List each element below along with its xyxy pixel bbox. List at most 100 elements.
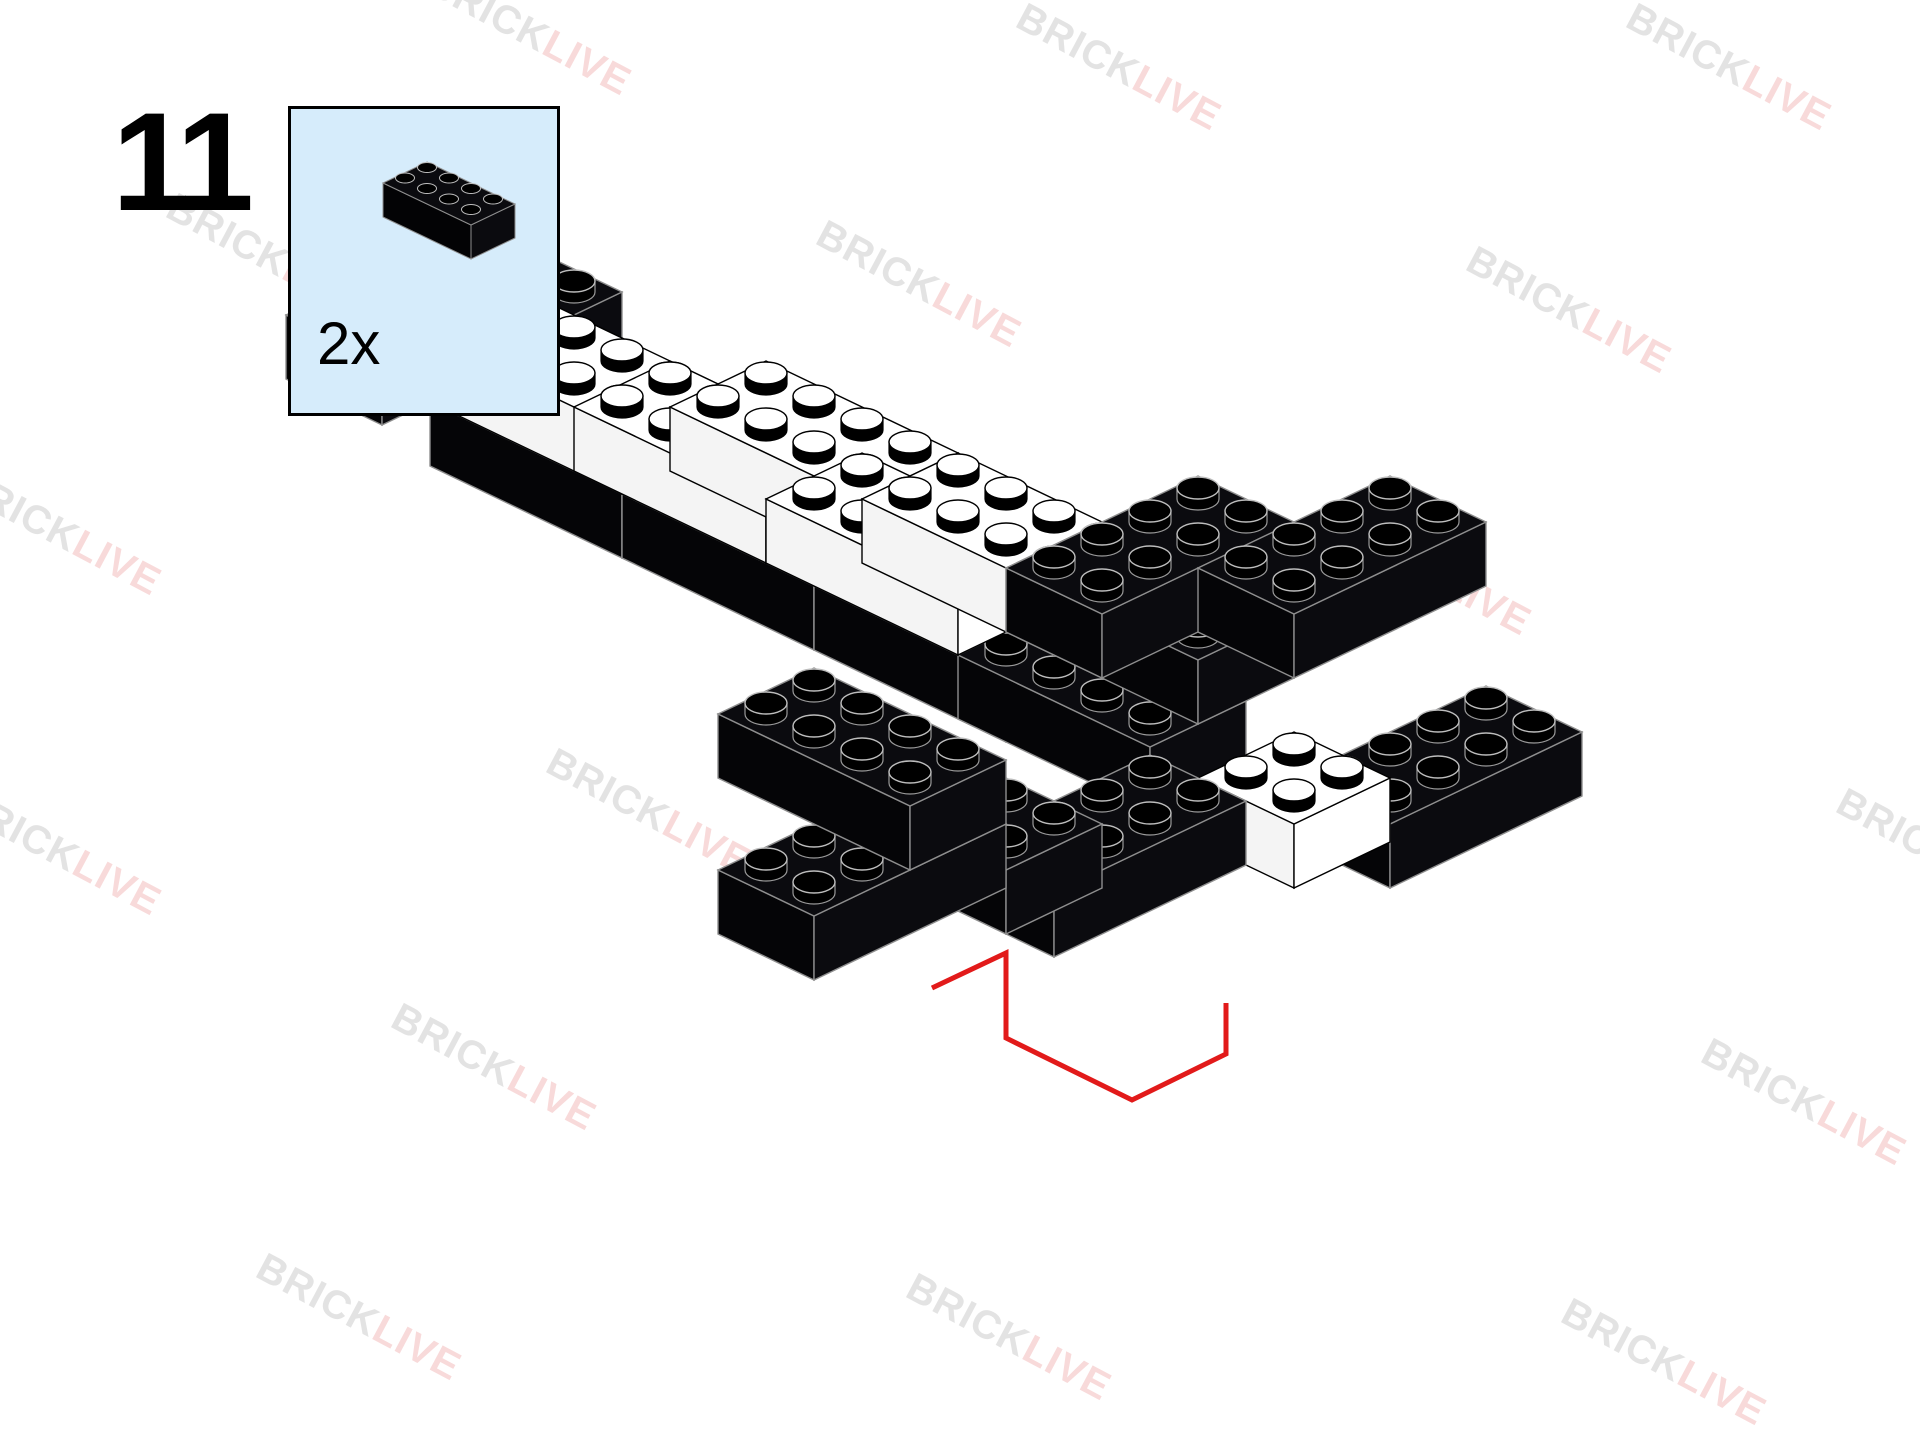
- stud: [1320, 499, 1364, 534]
- stud: [792, 668, 836, 703]
- stud-top: [1272, 778, 1316, 802]
- stud: [1128, 701, 1172, 736]
- stud-top: [696, 384, 740, 408]
- stud-top: [1272, 732, 1316, 756]
- stud: [439, 193, 459, 205]
- stud: [792, 870, 836, 905]
- stud: [1416, 709, 1460, 744]
- stud: [1080, 678, 1124, 713]
- stud-top: [1128, 701, 1172, 725]
- stud: [1272, 522, 1316, 557]
- stud-top: [1512, 709, 1556, 733]
- stud: [552, 269, 596, 304]
- stud: [792, 714, 836, 749]
- stud-top: [648, 361, 692, 385]
- stud: [840, 847, 884, 882]
- stud-top: [1272, 522, 1316, 546]
- stud: [744, 407, 788, 442]
- stud: [888, 476, 932, 511]
- stud-top: [840, 691, 884, 715]
- stud-top: [1080, 678, 1124, 702]
- stud-top: [792, 714, 836, 738]
- stud-top: [984, 522, 1028, 546]
- stud: [1080, 778, 1124, 813]
- stud-top: [1080, 568, 1124, 592]
- stud: [483, 193, 503, 205]
- part-quantity: 2x: [317, 310, 381, 377]
- stud: [1176, 476, 1220, 511]
- stud-top: [888, 476, 932, 500]
- stud: [1032, 545, 1076, 580]
- stud-top: [1224, 499, 1268, 523]
- stud-top: [792, 430, 836, 454]
- stud: [1224, 499, 1268, 534]
- stud: [984, 476, 1028, 511]
- stud-top: [744, 847, 788, 871]
- stud: [1032, 801, 1076, 836]
- stud: [792, 384, 836, 419]
- stud: [1032, 655, 1076, 690]
- stud-top: [1320, 545, 1364, 569]
- white-brick: [1196, 731, 1392, 890]
- stud-top: [1032, 801, 1076, 825]
- step-number: 11: [112, 83, 254, 240]
- stud-top: [600, 338, 644, 362]
- stud: [1320, 545, 1364, 580]
- stud-top: [1416, 755, 1460, 779]
- stud: [936, 453, 980, 488]
- new-brick-2x4: [716, 667, 1008, 872]
- stud: [1176, 522, 1220, 557]
- stud: [1368, 522, 1412, 557]
- stud: [1128, 499, 1172, 534]
- stud: [696, 384, 740, 419]
- stud: [1080, 522, 1124, 557]
- stud: [417, 162, 437, 173]
- stud: [1176, 778, 1220, 813]
- stud-top: [744, 407, 788, 431]
- stud: [888, 430, 932, 465]
- stud-top: [1176, 522, 1220, 546]
- stud: [600, 384, 644, 419]
- stud: [1080, 568, 1124, 603]
- stud: [1272, 568, 1316, 603]
- brick-2x4-black-icon: [381, 161, 517, 260]
- stud-top: [1416, 709, 1460, 733]
- stud: [888, 760, 932, 795]
- stud: [936, 737, 980, 772]
- stud-top: [840, 407, 884, 431]
- stud-top: [888, 430, 932, 454]
- stud: [984, 632, 1028, 667]
- stud-top: [1416, 499, 1460, 523]
- stud-top: [1032, 499, 1076, 523]
- stud: [1128, 545, 1172, 580]
- new-bricks-highlight: [716, 667, 1229, 1103]
- stud-top: [1224, 545, 1268, 569]
- stud-top: [984, 476, 1028, 500]
- stud-top: [1128, 801, 1172, 825]
- stud: [1128, 801, 1172, 836]
- stud: [1416, 499, 1460, 534]
- stud: [936, 499, 980, 534]
- stud: [1368, 732, 1412, 767]
- stud: [461, 204, 481, 215]
- stud-top: [984, 632, 1028, 656]
- stud: [888, 714, 932, 749]
- stud: [840, 691, 884, 726]
- stud-top: [936, 453, 980, 477]
- stud-top: [1368, 732, 1412, 756]
- stud: [1464, 686, 1508, 721]
- stud: [1272, 778, 1316, 813]
- stud-top: [1128, 499, 1172, 523]
- stud: [1224, 755, 1268, 790]
- stud: [792, 430, 836, 465]
- stud-top: [840, 737, 884, 761]
- stud: [792, 476, 836, 511]
- stud-top: [744, 361, 788, 385]
- stud: [744, 847, 788, 882]
- highlight-outline: [930, 949, 1229, 1103]
- stud: [395, 172, 415, 184]
- stud: [1512, 709, 1556, 744]
- stud: [840, 453, 884, 488]
- parts-callout: 2x: [288, 106, 560, 416]
- stud-top: [792, 668, 836, 692]
